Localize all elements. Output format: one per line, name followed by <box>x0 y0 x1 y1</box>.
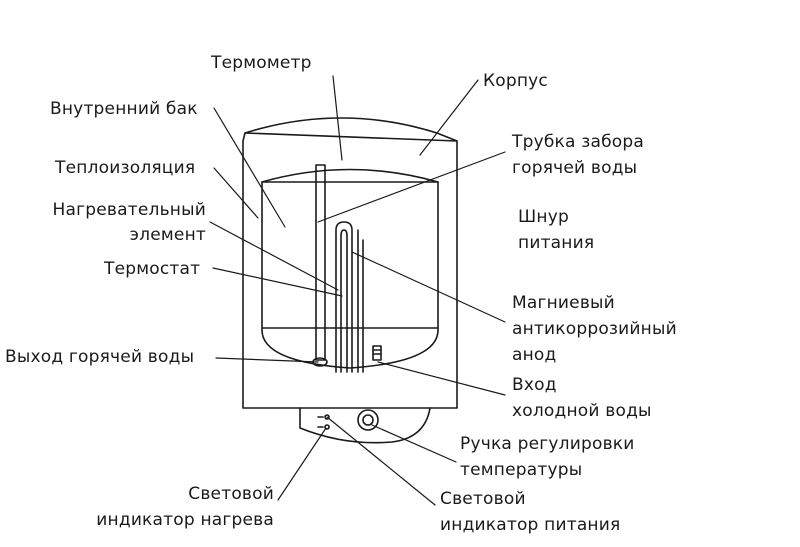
cold-inlet-fitting <box>372 345 382 361</box>
label-heat-indicator-2: индикатор нагрева <box>96 510 274 530</box>
label-temp-knob-2: температуры <box>460 460 583 480</box>
temperature-knob-inner <box>362 414 374 426</box>
temperature-knob <box>357 409 379 431</box>
label-inner-tank: Внутренний бак <box>50 99 198 119</box>
inner-tank <box>261 168 439 369</box>
leader-anode <box>351 251 506 323</box>
leader-hot-outlet <box>215 357 319 363</box>
label-hot-water-tube-1: Трубка забора <box>512 132 644 152</box>
leader-temp-knob <box>371 424 457 463</box>
label-cold-inlet-1: Вход <box>512 375 557 395</box>
label-thermostat: Термостат <box>104 259 201 279</box>
label-hot-water-tube-2: горячей воды <box>512 158 638 178</box>
label-thermometer: Термометр <box>211 53 312 73</box>
label-anode-3: анод <box>512 345 557 365</box>
leader-power-indicator <box>326 416 436 506</box>
heating-element-inner <box>340 229 348 373</box>
label-body: Корпус <box>483 71 548 91</box>
label-insulation: Теплоизоляция <box>55 158 196 178</box>
heat-indicator-light <box>324 424 330 430</box>
leader-thermometer <box>332 75 343 161</box>
label-temp-knob-1: Ручка регулировки <box>460 434 635 454</box>
label-power-indicator-1: Световой <box>440 489 526 509</box>
leader-body <box>419 79 479 156</box>
leader-insulation <box>213 167 259 219</box>
label-cold-inlet-2: холодной воды <box>512 401 652 421</box>
leader-heat-indicator <box>277 427 327 501</box>
label-heat-indicator-1: Световой <box>188 484 274 504</box>
power-indicator-light <box>324 414 330 420</box>
leader-thermostat <box>212 267 343 297</box>
control-panel <box>299 407 431 444</box>
label-power-indicator-2: индикатор питания <box>440 515 621 535</box>
outer-casing <box>242 117 458 409</box>
label-power-cord-2: питания <box>518 233 595 253</box>
leader-cold-inlet <box>377 361 506 396</box>
casing-rim <box>244 132 458 142</box>
leader-inner-tank <box>213 107 286 228</box>
label-anode-2: антикоррозийный <box>512 319 677 339</box>
leader-heating-element <box>209 221 339 291</box>
heating-element <box>335 221 353 373</box>
label-heating-element-1: Нагревательный <box>52 200 206 220</box>
label-hot-water-outlet: Выход горячей воды <box>5 347 195 367</box>
thermometer-tube <box>315 164 326 361</box>
label-anode-1: Магниевый <box>512 293 615 313</box>
label-power-cord-1: Шнур <box>518 207 569 227</box>
label-heating-element-2: элемент <box>129 225 206 245</box>
leader-hot-water-tube <box>317 151 506 223</box>
